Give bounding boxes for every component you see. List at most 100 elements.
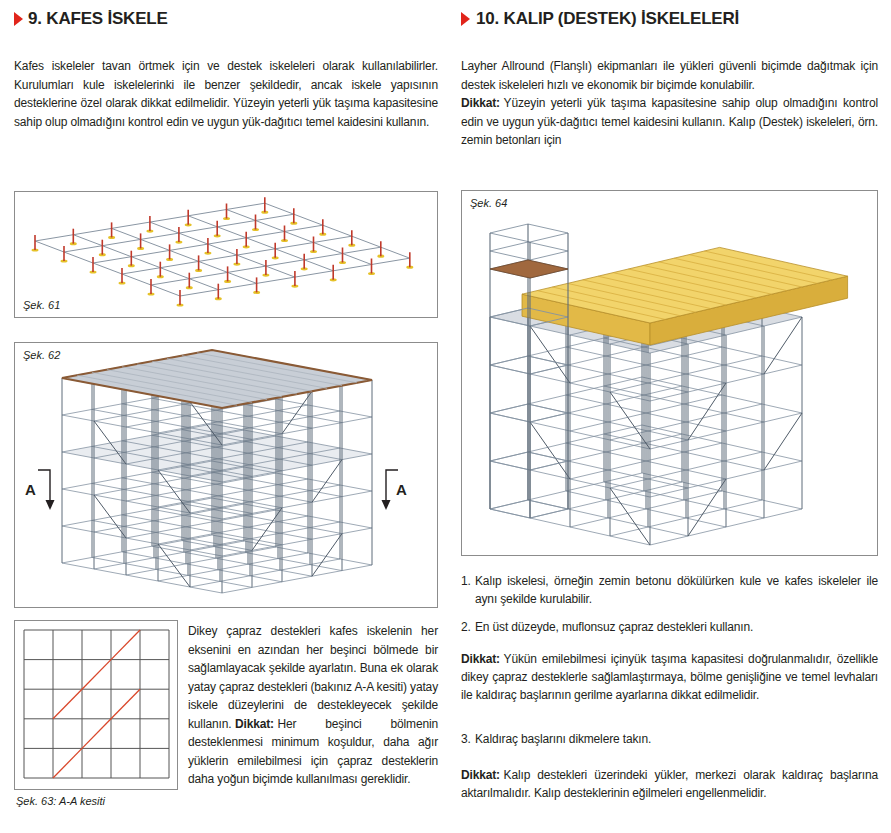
deck-plank — [137, 364, 297, 394]
paragraph: Layher Allround (Flanşlı) ekipmanları il… — [461, 57, 878, 94]
ledger — [182, 430, 342, 460]
standard — [606, 308, 607, 500]
ledger — [222, 565, 372, 593]
horizontal-brace — [82, 660, 111, 690]
arrow-head — [382, 500, 391, 510]
ledger — [152, 546, 312, 576]
grid-line — [140, 630, 141, 778]
ledger — [490, 509, 530, 518]
formwork-beam — [583, 280, 711, 309]
paragraph: Dikkat:Yüzeyin yeterli yük taşıma kapasi… — [461, 94, 878, 150]
body-text: Kalıp destekleri üzerindeki yükler, merk… — [461, 768, 878, 800]
figure-caption: Şek. 61 — [22, 299, 61, 312]
ledger — [92, 409, 252, 439]
standard — [158, 396, 159, 581]
warning-label: Dikkat: — [461, 96, 500, 110]
standard — [227, 266, 229, 281]
ledger — [528, 308, 568, 317]
standard — [409, 252, 411, 267]
standard — [207, 238, 209, 253]
standard — [294, 271, 296, 286]
ledger — [530, 251, 568, 260]
deck-plank — [182, 356, 342, 386]
grid-line — [24, 659, 169, 660]
standard — [248, 379, 249, 564]
standard — [529, 242, 530, 518]
diagonal-brace — [530, 326, 570, 383]
text-column: Kafes iskeleler tavan örtmek için ve des… — [14, 57, 438, 131]
figure-frame: Şek. 61 — [14, 191, 438, 318]
ledger — [62, 563, 222, 593]
horizontal-brace — [53, 689, 82, 719]
standard — [274, 243, 276, 258]
paragraph: Dikkat:Kalıp destekleri üzerindeki yükle… — [461, 766, 878, 802]
grid-line — [24, 748, 169, 749]
deck-plank — [107, 370, 267, 400]
text-column: 1.Kalıp iskelesi, örneğin zemin betonu d… — [461, 572, 878, 802]
standard — [150, 279, 152, 294]
standard — [188, 390, 189, 575]
standard — [282, 397, 283, 582]
deck-plank — [92, 372, 252, 402]
ledger — [64, 214, 294, 252]
standard — [293, 208, 295, 223]
standard — [566, 299, 567, 491]
formwork-beam — [568, 283, 696, 312]
diagonal-brace — [764, 413, 802, 470]
ledger — [182, 541, 342, 571]
figure-frame: Şek. 63: A-A kesiti — [14, 620, 178, 790]
diagonal-brace — [158, 470, 190, 513]
heading-marker — [461, 12, 470, 26]
standard — [92, 257, 94, 272]
ledger — [92, 483, 252, 513]
standard — [179, 290, 181, 305]
ledger — [490, 404, 528, 413]
ledger — [490, 452, 528, 461]
formwork-beam — [689, 255, 817, 284]
standard — [724, 317, 725, 509]
standard — [322, 219, 324, 234]
paragraph: Dikkat:Yükün emilebilmesi içinyük taşıma… — [461, 650, 878, 704]
ledger — [126, 473, 276, 501]
ledger — [182, 504, 342, 534]
arrow-head — [46, 500, 55, 510]
standard — [351, 230, 353, 245]
standard — [222, 408, 223, 593]
grid-scaffold-3d — [62, 350, 372, 593]
grid-line — [24, 778, 169, 779]
ledger — [152, 435, 312, 465]
standard — [342, 248, 344, 263]
diagonal-brace — [282, 391, 312, 434]
standard — [313, 237, 315, 252]
ledger — [530, 509, 568, 518]
grid-line — [24, 689, 169, 690]
section-heading: 10. KALIP (DESTEK) İSKELELERİ — [476, 9, 739, 29]
formwork-beam — [537, 291, 665, 320]
deck-plank — [152, 361, 312, 391]
standard — [102, 240, 104, 255]
standard — [218, 385, 219, 570]
standard — [762, 308, 763, 500]
ledger — [490, 317, 530, 326]
standard — [190, 402, 191, 587]
formwork-beam — [659, 262, 787, 291]
ledger — [122, 515, 282, 545]
grid-line — [24, 630, 169, 631]
ledger — [182, 467, 342, 497]
heading-marker — [14, 12, 23, 26]
figure-frame: Şek. 62 — [14, 342, 438, 608]
ledger — [530, 413, 568, 422]
horizontal-brace — [53, 748, 82, 778]
standard — [189, 273, 191, 288]
standard — [140, 233, 142, 248]
list-item: 1.Kalıp iskelesi, örneğin zemin betonu d… — [461, 572, 878, 608]
grid-line — [24, 630, 25, 778]
standard — [278, 374, 279, 559]
grid-line — [111, 630, 112, 778]
body-text: Kaldıraç başlarını dikmelere takın. — [475, 732, 651, 746]
list-number: 3. — [461, 730, 471, 748]
ledger — [152, 472, 312, 502]
standard — [255, 215, 257, 230]
formwork-beam — [644, 265, 772, 294]
diagonal-brace — [610, 488, 650, 545]
